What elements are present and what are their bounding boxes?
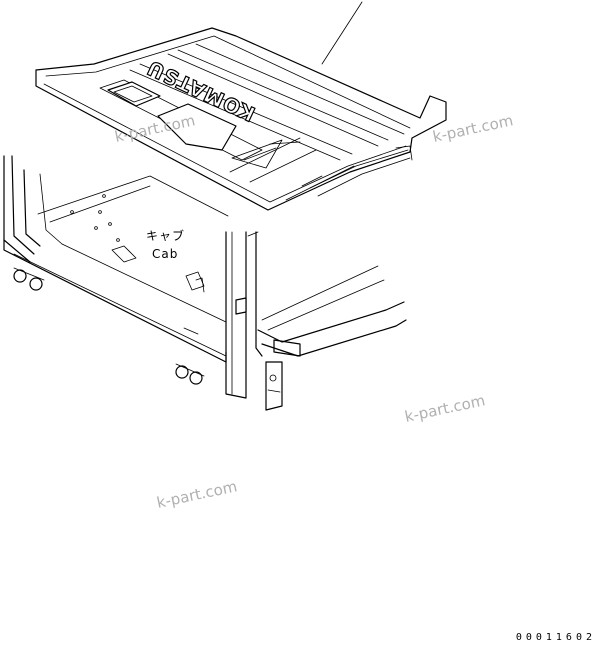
part-number: 00011602 <box>515 632 596 643</box>
cab-label-jp: キャブ <box>146 228 185 243</box>
leader-line <box>321 1 363 65</box>
watermark: k-part.com <box>155 477 239 512</box>
mount-left <box>13 267 45 291</box>
cab-label-en: Cab <box>152 247 178 261</box>
mount-center <box>175 327 205 385</box>
watermark: k-part.com <box>403 391 487 426</box>
cab-frame <box>3 155 407 411</box>
floor-mat: KOMATSU <box>35 27 447 211</box>
